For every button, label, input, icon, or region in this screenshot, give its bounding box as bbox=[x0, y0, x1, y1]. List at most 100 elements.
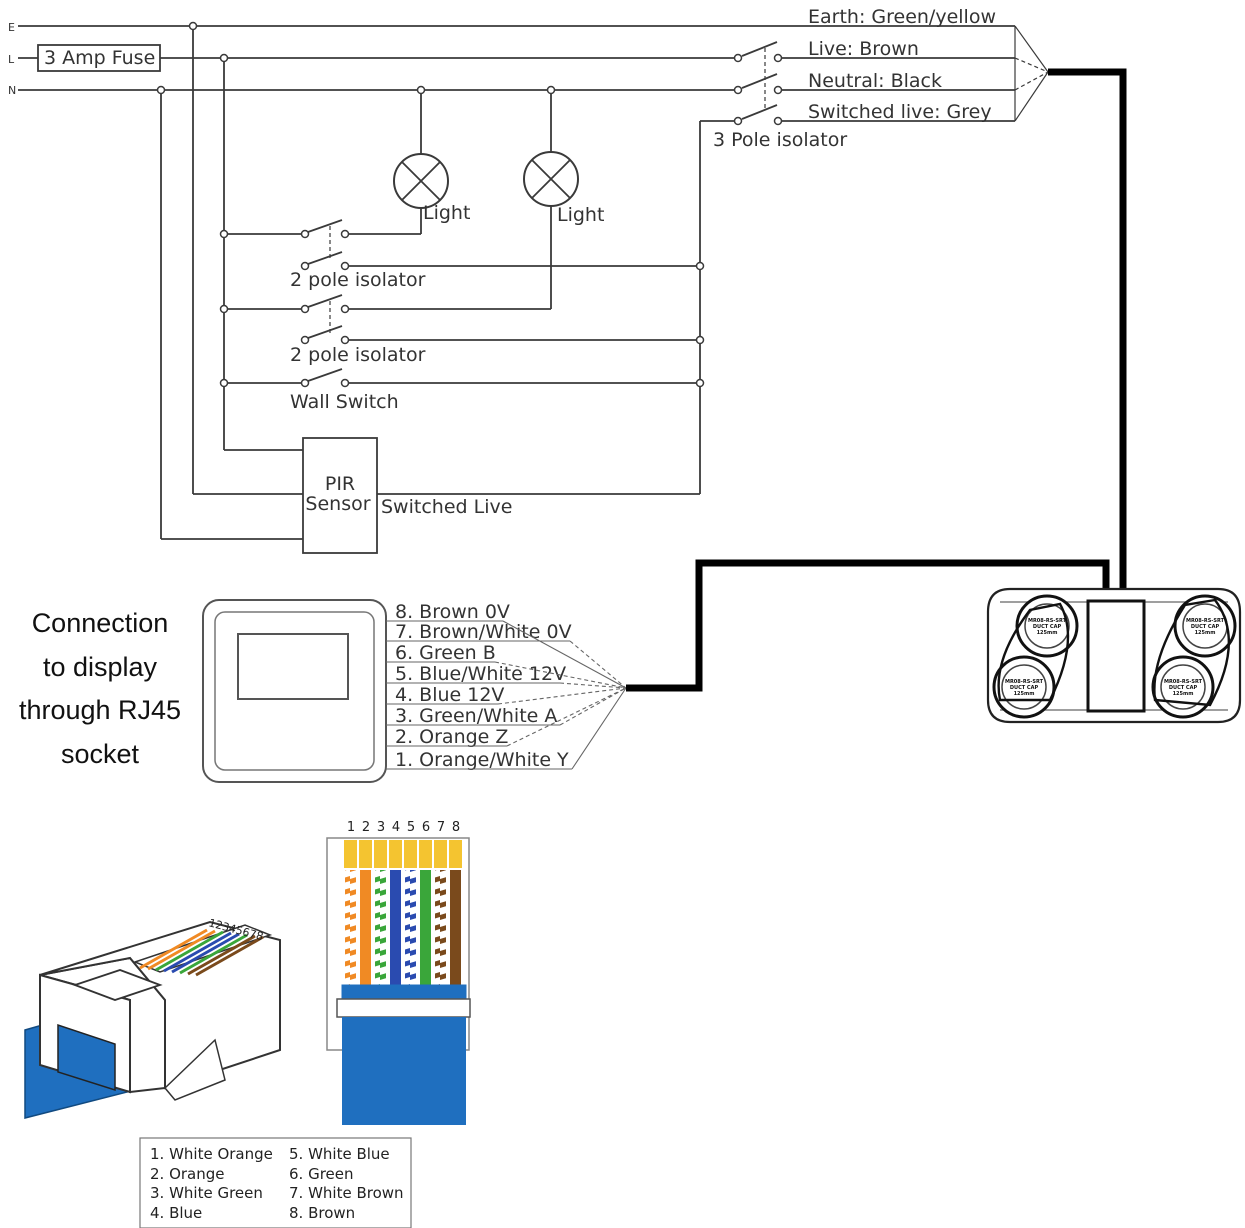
light-2: Light bbox=[345, 85, 604, 310]
pin-number-row: 1 2 3 4 5 6 7 8 bbox=[347, 820, 460, 835]
duct-cap-right-bottom: MR08-RS-SRT DUCT CAP 125mm bbox=[1151, 655, 1215, 719]
rj45-plug-isometric: 12345678 bbox=[24, 916, 281, 1119]
caption-line-1: Connection bbox=[32, 608, 169, 638]
three-pole-isolator-label: 3 Pole isolator bbox=[713, 129, 847, 151]
legend-item-7: 7. White Brown bbox=[289, 1184, 404, 1202]
legend-item-2: 2. Orange bbox=[150, 1165, 225, 1183]
light-1-label: Light bbox=[423, 202, 470, 224]
display-wire-3: 3. Green/White A bbox=[395, 705, 557, 727]
svg-text:DUCT CAP: DUCT CAP bbox=[1010, 685, 1039, 691]
pin-wire-4 bbox=[390, 870, 401, 985]
light-1: Light bbox=[345, 85, 470, 235]
svg-text:125mm: 125mm bbox=[1037, 630, 1058, 636]
unit-terminal-box bbox=[1086, 599, 1146, 713]
legend-item-5: 5. White Blue bbox=[289, 1145, 390, 1163]
pin-contact bbox=[434, 840, 447, 868]
display-wire-1: 1. Orange/White Y bbox=[395, 749, 569, 771]
caption-line-4: socket bbox=[61, 739, 140, 769]
pir-label-2: Sensor bbox=[305, 493, 370, 515]
neutral-tag: N bbox=[8, 84, 16, 97]
pin-contact bbox=[419, 840, 432, 868]
display-wire-list: 8. Brown 0V 7. Brown/White 0V 6. Green B… bbox=[395, 601, 572, 771]
iso-pin-wires bbox=[139, 928, 264, 977]
caption-line-2: to display bbox=[43, 652, 158, 682]
pin-legend: 1. White Orange 2. Orange 3. White Green… bbox=[139, 1137, 412, 1228]
duct-cap-left-bottom: MR08-RS-SRT DUCT CAP 125mm bbox=[992, 655, 1056, 719]
display-wire-fan-line bbox=[506, 687, 627, 747]
legend-item-8: 8. Brown bbox=[289, 1204, 355, 1222]
svg-text:MR08-RS-SRT: MR08-RS-SRT bbox=[1186, 618, 1225, 624]
legend-item-6: 6. Green bbox=[289, 1165, 354, 1183]
pin-contact bbox=[449, 840, 462, 868]
ventilation-unit: MR08-RS-SRT DUCT CAP 125mm MR08-RS-SRT D… bbox=[986, 587, 1242, 724]
svg-text:MR08-RS-SRT: MR08-RS-SRT bbox=[1028, 618, 1067, 624]
svg-text:125mm: 125mm bbox=[1014, 691, 1035, 697]
two-pole-isolator-1: 2 pole isolator bbox=[219, 219, 705, 291]
pin-contact bbox=[404, 840, 417, 868]
svg-text:DUCT CAP: DUCT CAP bbox=[1169, 685, 1198, 691]
caption-line-3: through RJ45 bbox=[19, 695, 181, 725]
pin-wire-6 bbox=[420, 870, 431, 985]
display-wire-fan-line bbox=[559, 687, 627, 726]
display-wire-fan-line bbox=[569, 640, 627, 689]
cable-earth-label: Earth: Green/yellow bbox=[808, 6, 996, 28]
svg-text:DUCT CAP: DUCT CAP bbox=[1033, 624, 1062, 630]
display-cable bbox=[626, 559, 1110, 692]
pin-contact bbox=[374, 840, 387, 868]
pin-number-1: 1 bbox=[347, 820, 355, 835]
pin-wire-2 bbox=[360, 870, 371, 985]
pin-contact bbox=[389, 840, 402, 868]
cable-switched-live-label: Switched live: Grey bbox=[808, 101, 992, 123]
two-pole-isolator-2-label: 2 pole isolator bbox=[290, 344, 426, 366]
svg-text:125mm: 125mm bbox=[1173, 691, 1194, 697]
legend-item-3: 3. White Green bbox=[150, 1184, 263, 1202]
display-wire-7: 7. Brown/White 0V bbox=[395, 621, 572, 643]
cable-live-label: Live: Brown bbox=[808, 38, 919, 60]
pin-wire-7 bbox=[435, 870, 446, 985]
earth-tag: E bbox=[8, 21, 15, 34]
display-wire-fan bbox=[386, 620, 627, 770]
pin-number-7: 7 bbox=[437, 820, 445, 835]
mains-wiring: E L N 3 Amp Fuse 3 Pole isolator bbox=[8, 6, 1127, 606]
display-unit bbox=[202, 599, 387, 783]
svg-text:DUCT CAP: DUCT CAP bbox=[1191, 624, 1220, 630]
pin-contact bbox=[359, 840, 372, 868]
pin-number-6: 6 bbox=[422, 820, 430, 835]
pin-number-8: 8 bbox=[452, 820, 460, 835]
display-wire-fan-line bbox=[571, 687, 627, 770]
duct-cap-left-top: MR08-RS-SRT DUCT CAP 125mm bbox=[1015, 594, 1079, 658]
light-2-label: Light bbox=[557, 204, 604, 226]
pin-number-4: 4 bbox=[392, 820, 400, 835]
fuse-label: 3 Amp Fuse bbox=[44, 47, 155, 69]
two-pole-isolator-1-label: 2 pole isolator bbox=[290, 269, 426, 291]
pin-number-5: 5 bbox=[407, 820, 415, 835]
cable-neutral-label: Neutral: Black bbox=[808, 70, 942, 92]
svg-text:MR08-RS-SRT: MR08-RS-SRT bbox=[1005, 679, 1044, 685]
display-wire-4: 4. Blue 12V bbox=[395, 684, 504, 706]
duct-cap-right-top: MR08-RS-SRT DUCT CAP 125mm bbox=[1173, 594, 1237, 658]
pir-label-1: PIR bbox=[325, 473, 355, 495]
display-wire-fan-line bbox=[494, 661, 627, 689]
pir-sensor: PIR Sensor Switched Live bbox=[161, 437, 700, 554]
legend-item-4: 4. Blue bbox=[150, 1204, 202, 1222]
wall-switch: Wall Switch bbox=[219, 368, 705, 413]
rj45-plug-front: 1 2 3 4 5 6 7 8 bbox=[326, 820, 471, 1125]
wall-switch-label: Wall Switch bbox=[290, 391, 399, 413]
display-wire-6: 6. Green B bbox=[395, 642, 496, 664]
pin-contact bbox=[344, 840, 357, 868]
two-pole-isolator-2: 2 pole isolator bbox=[219, 294, 705, 366]
svg-text:MR08-RS-SRT: MR08-RS-SRT bbox=[1164, 679, 1203, 685]
pin-number-3: 3 bbox=[377, 820, 385, 835]
display-wire-fan-line bbox=[559, 682, 627, 689]
live-tag: L bbox=[8, 53, 15, 66]
rj45-caption: Connection to display through RJ45 socke… bbox=[19, 608, 181, 769]
pin-wire-5 bbox=[405, 870, 416, 985]
display-screen bbox=[237, 633, 349, 700]
cable-fan bbox=[1014, 25, 1049, 122]
display-wire-fan-line bbox=[502, 620, 627, 689]
legend-item-1: 1. White Orange bbox=[150, 1145, 273, 1163]
display-wire-8: 8. Brown 0V bbox=[395, 601, 510, 623]
display-wire-fan-line bbox=[497, 687, 627, 705]
three-pole-isolator: 3 Pole isolator bbox=[700, 41, 1015, 151]
